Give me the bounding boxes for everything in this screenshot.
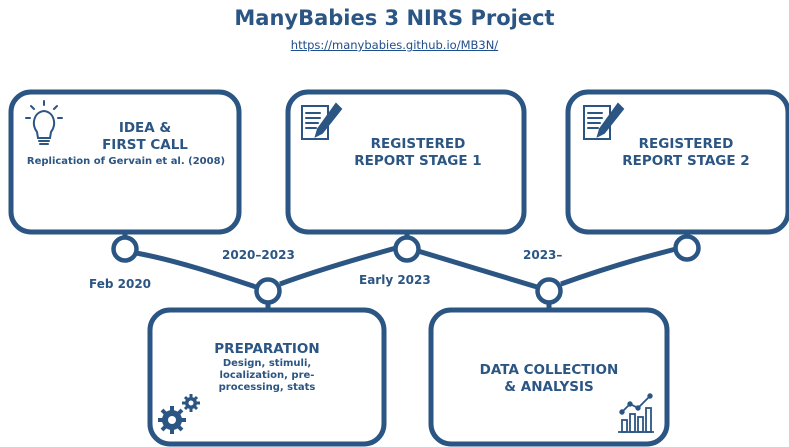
idea-title-line1: IDEA &	[118, 120, 172, 136]
wave-segment-3	[417, 248, 538, 290]
milestone-circle-4	[535, 277, 563, 305]
milestone-circle-3	[393, 235, 421, 263]
prep-title: PREPARATION	[214, 341, 320, 357]
milestone-circle-2	[254, 277, 282, 305]
page-title: ManyBabies 3 NIRS Project	[234, 6, 555, 30]
prep-details: Design, stimuli, localization, pre-proce…	[218, 358, 316, 393]
box-data-text: DATA COLLECTION & ANALYSIS	[440, 362, 658, 396]
lightbulb-icon	[25, 100, 63, 145]
idea-title-line2: FIRST CALL	[102, 137, 188, 153]
document-pencil-icon	[583, 102, 625, 140]
box-rr2	[565, 89, 789, 235]
box-prep	[147, 307, 387, 447]
rr2-title-line2: REPORT STAGE 2	[622, 153, 750, 169]
idea-subtitle: Replication of Gervain et al. (2008)	[26, 156, 226, 167]
box-idea	[8, 89, 242, 235]
box-rr1-text: REGISTERED REPORT STAGE 1	[318, 136, 518, 170]
box-rr2-text: REGISTERED REPORT STAGE 2	[588, 136, 784, 170]
data-title-line1: DATA COLLECTION	[479, 362, 619, 378]
box-idea-text: IDEA & FIRST CALL	[60, 120, 230, 154]
box-rr1	[285, 89, 527, 235]
data-title-line2: & ANALYSIS	[504, 379, 594, 395]
label-2023-onward: 2023–	[523, 248, 563, 262]
project-link[interactable]: https://manybabies.github.io/MB3N/	[290, 38, 499, 52]
wave-segment-1	[135, 250, 257, 290]
box-data	[428, 307, 670, 447]
bar-chart-trend-icon	[618, 393, 654, 433]
label-early-2023: Early 2023	[359, 273, 431, 287]
rr1-title-line1: REGISTERED	[370, 136, 466, 152]
label-2020-2023: 2020–2023	[222, 248, 295, 262]
milestone-circle-5	[673, 234, 701, 262]
rr2-title-line1: REGISTERED	[638, 136, 734, 152]
document-pencil-icon	[301, 102, 343, 140]
rr1-title-line2: REPORT STAGE 1	[354, 153, 482, 169]
label-feb-2020: Feb 2020	[89, 277, 152, 291]
connectors	[122, 232, 690, 310]
milestone-circle-1	[111, 235, 139, 263]
wave-segment-4	[560, 246, 677, 287]
gears-icon	[158, 394, 200, 434]
wave-segment-2	[279, 245, 397, 287]
